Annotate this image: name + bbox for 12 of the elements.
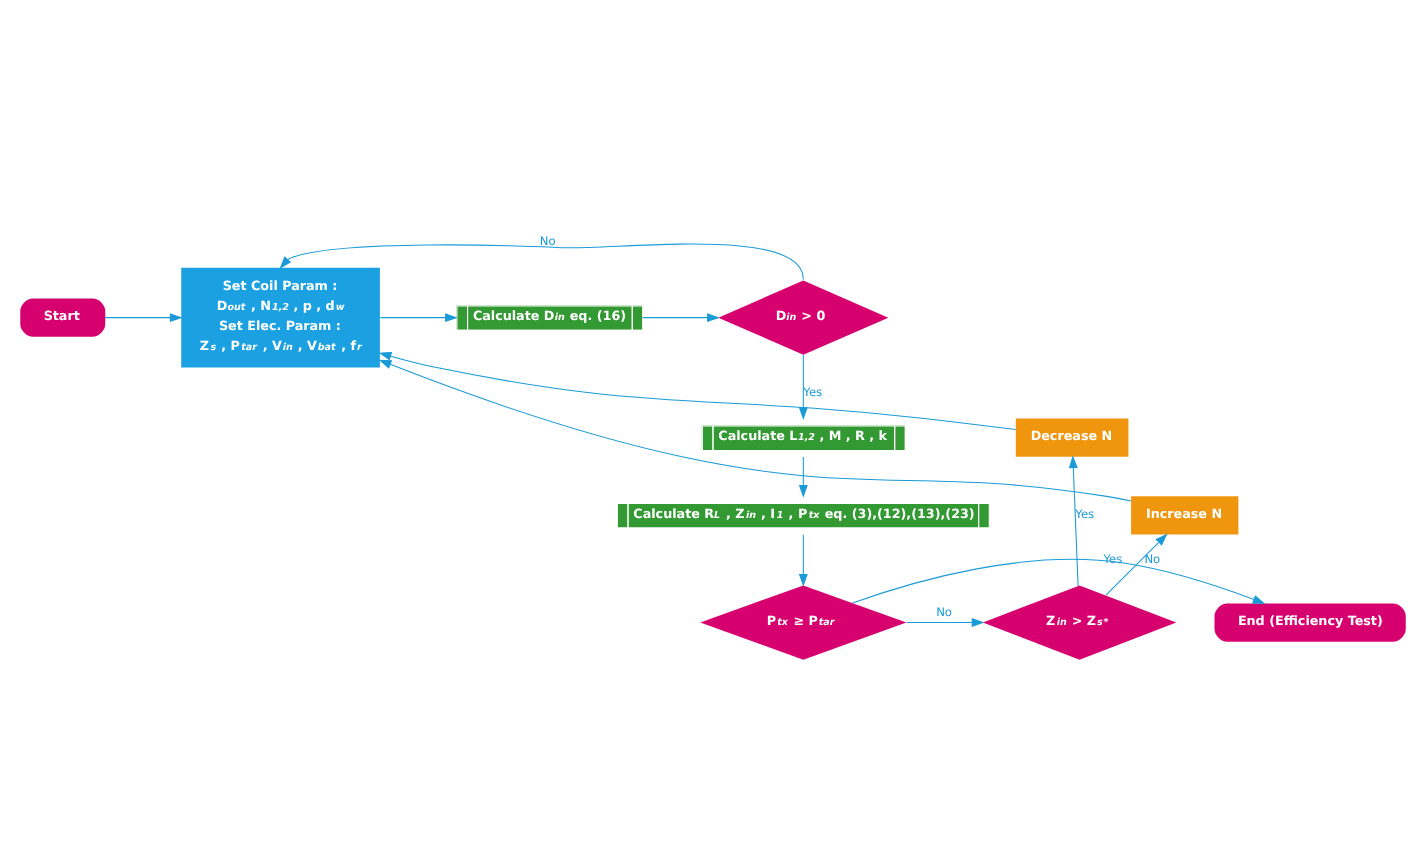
- arrow: [279, 242, 804, 279]
- arrow: [642, 312, 720, 322]
- arrow: [1105, 532, 1168, 595]
- arrow: [798, 353, 808, 419]
- arrow: [906, 617, 985, 627]
- arrow: [852, 557, 1266, 603]
- arrow: [798, 533, 808, 586]
- arrow: [798, 455, 808, 497]
- arrow: [104, 312, 183, 322]
- arrow: [378, 350, 1017, 429]
- arrow: [1068, 454, 1079, 586]
- arrow: [379, 312, 458, 322]
